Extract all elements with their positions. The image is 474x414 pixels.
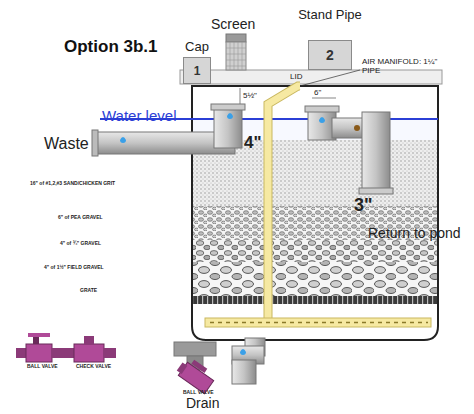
ball-valve-symbol — [16, 333, 64, 362]
valve-label: CHECK VALVE — [76, 364, 111, 370]
valve-label: BALL VALVE — [27, 364, 58, 370]
waste-pipe — [92, 104, 245, 156]
check-valve-symbol — [64, 336, 116, 362]
field-gravel-layer — [193, 262, 437, 296]
part-name: AIR MANIFOLD: 1¼" PIPE — [362, 58, 444, 76]
pipe-size: 3" — [354, 196, 373, 216]
valve-label: BALL VALVE — [183, 390, 214, 396]
pipe-label: Waste — [44, 135, 89, 153]
dimension: 6" — [314, 89, 321, 98]
callout-number: 2 — [326, 47, 334, 63]
layer-label: GRATE — [80, 288, 97, 294]
grate — [193, 296, 437, 304]
pipe-size: 4" — [244, 134, 262, 153]
part-name: LID — [290, 73, 302, 82]
filter-tank — [192, 86, 438, 340]
layer-label: 6" of PEA GRAVEL — [58, 215, 103, 221]
lid — [180, 70, 442, 84]
part-name: Stand Pipe — [298, 8, 362, 22]
part-name: Screen — [211, 17, 255, 32]
drain-pipe — [232, 338, 265, 384]
dimension-line — [312, 98, 336, 99]
part-outline: 1 — [183, 57, 211, 84]
layer-label: 16" of #1,2,#3 SAND/CHICKEN GRIT — [30, 181, 115, 187]
part-box: 2Stand Pipe — [308, 8, 352, 70]
part-outline: 2 — [308, 40, 352, 70]
water-level-label: Water level — [102, 108, 176, 125]
dimension: 5½" — [243, 92, 257, 101]
return-pipe — [305, 106, 393, 194]
callout-number: 1 — [194, 64, 201, 78]
part-name: Cap — [173, 40, 221, 54]
air-manifold — [205, 70, 431, 327]
pipe-label: Drain — [186, 396, 219, 411]
diagram-title: Option 3b.1 — [64, 38, 158, 57]
drain-ball-valve-symbol — [175, 355, 217, 394]
part-box: 1Cap — [183, 40, 211, 84]
layer-label: 4" of 1½" FIELD GRAVEL — [44, 265, 104, 271]
gravel-layer — [193, 240, 437, 262]
layer-label: 4" of ¾" GRAVEL — [60, 241, 101, 247]
screen-part — [226, 34, 246, 70]
pipe-label: Return to pond — [368, 226, 461, 241]
